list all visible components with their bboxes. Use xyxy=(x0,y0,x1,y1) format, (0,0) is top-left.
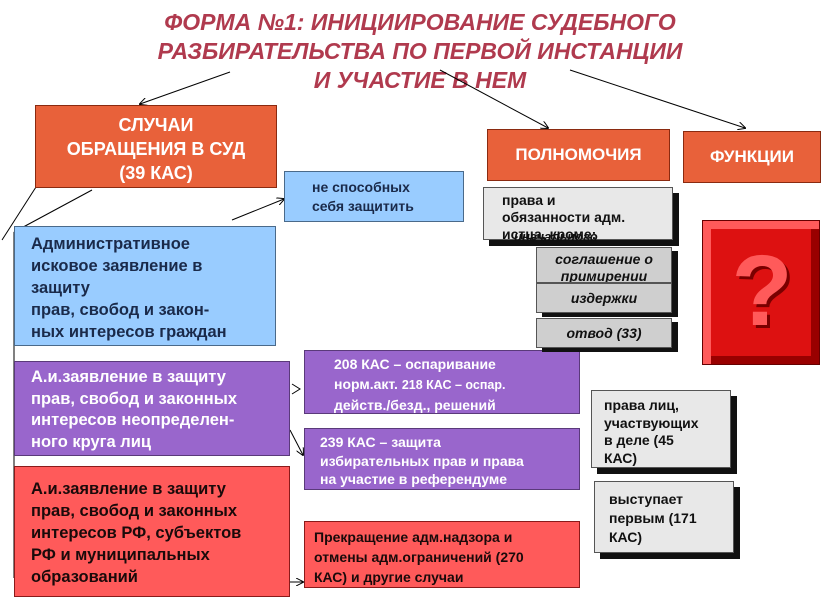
rf-claim-line-4: РФ и муниципальных xyxy=(31,546,210,564)
arrow-to-powers xyxy=(439,69,548,128)
arrow-to-kas208 xyxy=(291,383,301,395)
admin-claim-line-3: защиту xyxy=(31,279,90,297)
title-line-1: ФОРМА №1: ИНИЦИИРОВАНИЕ СУДЕБНОГО xyxy=(164,9,676,35)
participants-line-1: права лиц, xyxy=(604,397,679,413)
rights-line-2: обязанности адм. xyxy=(502,209,626,225)
page-title: ФОРМА №1: ИНИЦИИРОВАНИЕ СУДЕБНОГО РАЗБИР… xyxy=(60,8,780,95)
functions-box: ФУНКЦИИ xyxy=(683,131,821,183)
kas239-box: 239 КАС – защита избирательных прав и пр… xyxy=(304,428,580,490)
powers-box: ПОЛНОМОЧИЯ xyxy=(487,129,670,181)
participants-line-2: участвующих xyxy=(604,414,699,431)
arrow-to-cases xyxy=(140,71,231,104)
arrow-to-unable xyxy=(231,199,284,221)
rf-claim-line-2: прав, свобод и законных xyxy=(31,502,238,520)
costs-box: издержки xyxy=(536,283,672,313)
indef-claim-box: А.и.заявление в защиту прав, свобод и за… xyxy=(14,361,290,456)
cases-box: СЛУЧАИ ОБРАЩЕНИЯ В СУД (39 КАС) xyxy=(35,105,277,188)
agreement-line-2: примирении xyxy=(560,268,648,283)
rights-box: права и обязанности адм. истца, кроме: и… xyxy=(483,187,673,244)
cases-line-3: (39 КАС) xyxy=(119,163,193,183)
kas239-line-2: избирательных прав и права xyxy=(320,452,524,469)
unable-box: не способных себя защитить xyxy=(284,171,464,222)
costs-label: издержки xyxy=(570,290,638,306)
admin-claim-line-5: ных интересов граждан xyxy=(31,323,227,341)
recusal-box: отвод (33) xyxy=(536,318,672,348)
speaks-line-3: КАС) xyxy=(609,529,643,545)
speaks-line-2: первым (171 xyxy=(609,510,697,526)
kas208-line-2: норм.акт. 218 КАС – оспар. xyxy=(334,374,579,395)
speaks-line-1: выступает xyxy=(609,491,684,507)
indef-claim-line-1: А.и.заявление в защиту xyxy=(31,368,226,386)
rf-claim-line-3: интересов РФ, субъектов xyxy=(31,524,242,542)
admin-claim-line-1: Административное xyxy=(31,235,190,253)
agreement-box: соглашение о примирении xyxy=(536,247,672,283)
kas239-line-1: 239 КАС – защита xyxy=(320,434,441,450)
kas208-line-1: 208 КАС – оспаривание xyxy=(334,356,496,372)
kas208-line-2b: 218 КАС – оспар. xyxy=(401,378,506,392)
termination-line-3: КАС) и другие случаи xyxy=(314,569,464,585)
admin-claim-box: Административное исковое заявление в защ… xyxy=(14,226,276,346)
rights-overlap-text: иначального xyxy=(514,229,598,244)
termination-line-2: отмены адм.ограничений (270 xyxy=(314,549,524,565)
rf-claim-line-1: А.и.заявление в защиту xyxy=(31,480,226,498)
kas208-box: 208 КАС – оспаривание норм.акт. 218 КАС … xyxy=(304,350,580,414)
cases-line-2: ОБРАЩЕНИЯ В СУД xyxy=(66,139,246,159)
question-mark-icon: ? xyxy=(731,235,793,347)
kas208-line-3: действ./безд., решений xyxy=(334,397,496,413)
kas208-line-2a: норм.акт. xyxy=(334,376,402,392)
arrow-to-functions xyxy=(569,69,745,128)
rf-claim-line-5: образований xyxy=(31,568,138,586)
rights-line-1: права и xyxy=(502,192,556,208)
recusal-label: отвод (33) xyxy=(566,325,642,341)
indef-claim-line-2: прав, свобод и законных xyxy=(31,389,238,408)
functions-label: ФУНКЦИИ xyxy=(710,147,794,166)
kas239-line-3: на участие в референдуме xyxy=(320,471,508,487)
title-line-3: И УЧАСТИЕ В НЕМ xyxy=(313,67,527,93)
title-line-2: РАЗБИРАТЕЛЬСТВА ПО ПЕРВОЙ ИНСТАНЦИИ xyxy=(157,38,683,64)
agreement-line-1: соглашение о xyxy=(555,251,653,267)
question-box: ? xyxy=(702,220,820,365)
unable-line-2: себя защитить xyxy=(312,198,414,214)
powers-label: ПОЛНОМОЧИЯ xyxy=(515,145,642,164)
rf-claim-box: А.и.заявление в защиту прав, свобод и за… xyxy=(14,466,290,597)
arrow-to-kas239 xyxy=(289,429,303,455)
participants-line-3: в деле (45 xyxy=(604,432,674,448)
termination-line-1: Прекращение адм.надзора и xyxy=(314,529,513,545)
cases-line-1: СЛУЧАИ xyxy=(118,115,194,135)
branch-line-2 xyxy=(13,189,93,233)
branch-line xyxy=(1,186,37,241)
indef-claim-line-4: ного круга лиц xyxy=(31,432,152,451)
participants-line-4: КАС) xyxy=(604,449,638,466)
termination-box: Прекращение адм.надзора и отмены адм.огр… xyxy=(304,521,580,588)
indef-claim-line-3: интересов неопределен- xyxy=(31,411,235,429)
unable-line-1: не способных xyxy=(312,179,410,195)
participants-box: права лиц, участвующих в деле (45 КАС) xyxy=(591,390,731,468)
speaks-box: выступает первым (171 КАС) xyxy=(594,481,734,553)
admin-claim-line-4: прав, свобод и закон- xyxy=(31,301,210,319)
rights-line-3: истца, кроме: xyxy=(502,226,597,242)
admin-claim-line-2: исковое заявление в xyxy=(31,257,203,275)
